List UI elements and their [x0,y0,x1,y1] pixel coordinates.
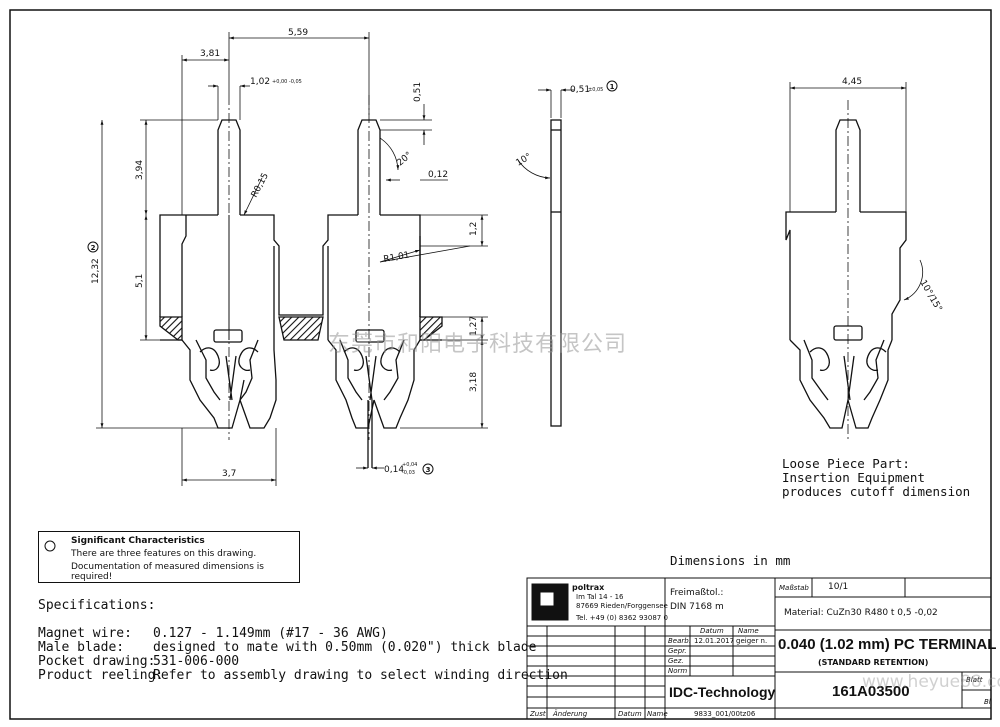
front-dimension-lines [96,32,488,486]
spec-label-blade: Male blade: [38,640,125,655]
dim-0-51-side: 0,51 [570,85,590,95]
dim-0-12: 0,12 [428,170,448,180]
hatched-barb-mid [278,316,324,341]
significant-characteristics-box: Significant Characteristics There are th… [38,531,300,583]
row-gepr: Gepr. [668,647,687,655]
dim-0-51: 0,51 [413,82,423,102]
spec-value-magnet: 0.127 - 1.149mm (#17 - 36 AWG) [153,626,388,641]
dim-r0-15: R0,15 [250,171,271,199]
bl-label: Bl [984,698,991,706]
front-view [159,95,443,468]
significant-line2: Documentation of measured dimensions is … [71,562,264,582]
col-datum: Datum [700,627,724,635]
hatched-barb-right [419,316,443,341]
spec-value-pocket: 531-006-000 [153,654,240,669]
dim-1-2: 1,2 [469,222,479,236]
dim-3-18: 3,18 [469,372,479,392]
dim-0-14: 0,14 [384,465,404,475]
dim-5-1: 5,1 [135,274,145,288]
dim-r1-01: R1,01 [383,251,411,265]
row-norm: Norm [668,667,688,675]
bearb-name: geiger n. [736,637,768,645]
dim-10-15deg: 10°/15° [917,279,943,314]
spec-value-reeling: Refer to assembly drawing to select wind… [153,668,568,683]
product-subtitle: (STANDARD RETENTION) [818,658,929,667]
footer-name: Name [647,710,668,718]
footer-zust: Zust [530,710,546,718]
dim-1-02: 1,02 [250,77,270,87]
address-line2: 87669 Rieden/Forggensee [576,602,668,610]
dim-3-94: 3,94 [135,160,145,180]
dim-1-27: 1,27 [469,316,479,336]
dim-0-14-tol-bot: -0,03 [402,470,415,476]
dim-0-14-tol-top: +0,04 [402,462,417,468]
row-gez: Gez. [668,657,684,665]
loose-piece-view [785,82,924,440]
bearb-date: 12.01.2017 [694,637,735,645]
watermark-url: www.heyue88.com [862,672,1000,692]
freimasstol-label: Freimaßtol.: [670,588,724,598]
marker-3: 3 [426,466,431,474]
marker-1: 1 [610,83,615,91]
footer-aenderung: Änderung [553,710,588,718]
massstab-value: 10/1 [828,582,849,592]
dim-3-81: 3,81 [200,49,220,59]
massstab-label: Maßstab [779,584,809,592]
row-bearb: Bearb. [668,637,691,645]
dim-5-59: 5,59 [288,28,308,38]
freimasstol-value: DIN 7168 m [670,602,724,612]
side-view [517,88,574,427]
company-logo-text: poltrax [572,583,605,592]
dim-1-02-tol: +0,00 -0,05 [272,79,302,85]
spec-label-reeling: Product reeling: [38,668,164,683]
part-number: 161A03500 [832,683,910,700]
dim-4-45: 4,45 [842,77,862,87]
product-title: 0.040 (1.02 mm) PC TERMINAL [778,636,997,653]
watermark-text: 东莞市和阳电子科技有限公司 [328,332,628,357]
drawing-ref: 9833_001/00tz06 [694,710,756,718]
col-name: Name [738,627,759,635]
dimensions-unit: Dimensions in mm [670,553,791,568]
loose-piece-note-line2: Insertion Equipment [782,470,925,485]
dim-20deg: 20° [396,150,415,168]
characteristic-markers: 1 2 3 [44,80,618,552]
address-line1: Im Tal 14 - 16 [576,593,624,601]
dim-0-51-side-tol: ±0,05 [588,87,603,93]
marker-2: 2 [91,244,96,252]
spec-label-magnet: Magnet wire: [38,626,132,641]
dim-10deg: 10° [515,152,534,169]
hatched-barb-left [159,316,183,341]
footer-datum: Datum [618,710,642,718]
spec-heading: Specifications: [38,598,156,613]
spec-label-pocket: Pocket drawing: [38,654,156,669]
title-block-grid [526,577,992,720]
dim-3-7: 3,7 [222,469,236,479]
phone: Tel. +49 (0) 8362 93087 0 [576,614,668,622]
loose-piece-note-line1: Loose Piece Part: [782,456,910,471]
sheet-border [9,9,992,720]
material: Material: CuZn30 R480 t 0,5 -0,02 [784,608,938,618]
significant-line1: There are three features on this drawing… [71,549,257,559]
loose-piece-note-line3: produces cutoff dimension [782,484,971,499]
significant-title: Significant Characteristics [71,536,205,546]
idc-technology: IDC-Technology [669,684,776,700]
spec-value-blade: designed to mate with 0.50mm (0.020") th… [153,640,537,655]
blatt-label: Blatt [966,676,983,684]
dim-12-32: 12,32 [91,258,101,284]
